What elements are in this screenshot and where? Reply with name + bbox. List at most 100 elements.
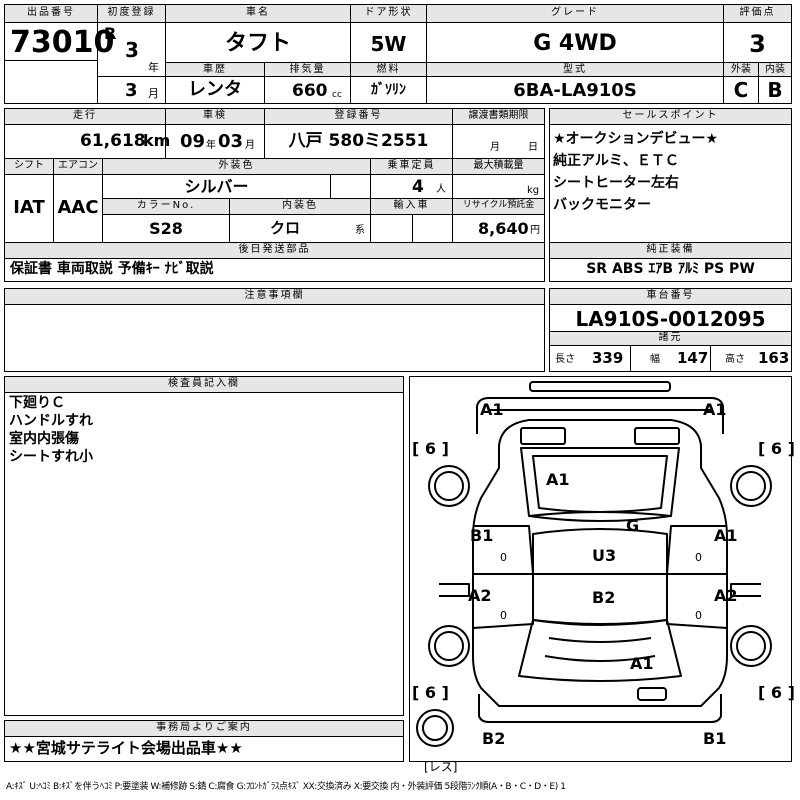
- interior-color: クロ: [269, 219, 300, 237]
- tire-front-left: [ 6 ]: [412, 439, 449, 458]
- mileage-label: 走行: [73, 110, 97, 121]
- zero-mark: 0: [500, 609, 507, 622]
- office-label: 事務局よりご案内: [156, 722, 252, 733]
- inspection-month: 03: [218, 131, 244, 152]
- recycle-unit: 円: [530, 225, 540, 236]
- later-parts-label: 後日発送部品: [238, 244, 311, 255]
- color-no: S28: [149, 219, 183, 238]
- plate-number: 八戸 580ミ2551: [288, 131, 429, 151]
- grade: G 4WD: [533, 31, 617, 56]
- tire-rear-left-value: 6: [424, 683, 437, 702]
- inspection-month-unit: 月: [245, 140, 255, 151]
- grade-label: グレード: [551, 7, 599, 18]
- first-reg-year: 3: [125, 38, 139, 62]
- damage-center: U3: [592, 546, 617, 565]
- inspector-line: 室内内張傷: [9, 431, 79, 447]
- interior-color-label: 内装色: [282, 200, 318, 211]
- color-no-label: カラーNo.: [136, 200, 196, 211]
- mileage: 61,618: [80, 131, 146, 151]
- tire-rear-right-value: 6: [770, 683, 783, 702]
- displacement: 660: [292, 81, 328, 101]
- plate-label: 登録番号: [334, 110, 383, 121]
- history-label: 車歴: [203, 64, 227, 75]
- damage-front-left: A1: [480, 400, 504, 419]
- exterior-label: 外装: [731, 64, 751, 75]
- sales-point-line: 純正アルミ、ＥＴＣ: [553, 153, 679, 169]
- sales-point-line: ★オークションデビュー★: [553, 131, 719, 147]
- recycle-fee: 8,640: [478, 219, 529, 238]
- sales-point-label: セールスポイント: [622, 110, 719, 121]
- first-reg-era: R: [104, 24, 117, 43]
- inspection-year: 09: [180, 131, 206, 152]
- damage-trunk: A1: [630, 654, 654, 673]
- damage-right-front-door: A1: [714, 526, 738, 545]
- office-notice: ★★宮城サテライト会場出品車★★: [9, 739, 243, 757]
- car-diagram-frame: [409, 376, 792, 762]
- score: 3: [749, 30, 766, 58]
- equipment: SR ABS ｴｱB ｱﾙﾐ PS PW: [586, 261, 755, 277]
- lot-number-label: 出品番号: [27, 7, 75, 18]
- door-label: ドア形状: [364, 7, 413, 18]
- sales-point-block: [549, 108, 792, 282]
- chassis-label: 車台番号: [646, 290, 695, 301]
- sales-point-line: バックモニター: [553, 197, 651, 213]
- model: 6BA-LA910S: [513, 80, 637, 101]
- legend: A:ｷｽﾞ U:ﾍｺﾐ B:ｷｽﾞを伴うﾍｺﾐ P:要塗装 W:補修跡 S:錆 …: [6, 782, 566, 792]
- later-parts: 保証書 車両取説 予備ｷｰ ﾅﾋﾞ取説: [10, 261, 214, 277]
- door-type: 5W: [370, 32, 407, 56]
- inspector-line: ハンドルすれ: [9, 413, 93, 429]
- height-label: 高さ: [725, 354, 745, 365]
- tire-front-left-value: 6: [424, 439, 437, 458]
- inspector-block: [4, 376, 404, 716]
- sales-point-line: シートヒーター左右: [553, 175, 679, 191]
- car-name-label: 車名: [246, 7, 270, 18]
- car-name: タフト: [224, 31, 291, 56]
- tire-rear-left: [ 6 ]: [412, 683, 449, 702]
- chassis-block: [549, 288, 792, 372]
- shift: IAT: [13, 197, 45, 218]
- damage-rear-left: B2: [482, 729, 506, 748]
- ac-label: エアコン: [58, 160, 98, 171]
- interior-label: 内装: [765, 64, 785, 75]
- damage-hood: A1: [546, 470, 570, 489]
- lot-number: 73010: [10, 25, 115, 60]
- recycle-label: リサイクル預託金: [462, 200, 535, 210]
- details-block: [4, 108, 545, 282]
- dims-label: 諸元: [658, 332, 683, 343]
- damage-right-rear-door: A2: [714, 586, 738, 605]
- transfer-month: 月: [490, 142, 500, 153]
- mileage-unit: km: [143, 131, 171, 150]
- inspector-label: 検査員記入欄: [168, 378, 240, 389]
- zero-mark: 0: [695, 609, 702, 622]
- width: 147: [677, 349, 709, 367]
- history: レンタ: [188, 79, 242, 100]
- color-label: 外装色: [218, 160, 255, 171]
- notes-block: [4, 288, 545, 372]
- interior-grade: B: [767, 78, 783, 102]
- damage-rear-center: B2: [592, 588, 616, 607]
- length: 339: [592, 349, 624, 367]
- length-label: 長さ: [555, 354, 575, 365]
- fuel: ｶﾞｿﾘﾝ: [371, 82, 406, 98]
- car-diagram: [416, 381, 772, 747]
- zero-mark: 0: [695, 551, 702, 564]
- capacity-label: 乗車定員: [387, 160, 436, 171]
- tire-rear-right: [ 6 ]: [758, 683, 795, 702]
- damage-rear-right: B1: [703, 729, 727, 748]
- inspector-line: シートすれ小: [9, 449, 93, 465]
- exterior-color: シルバー: [184, 177, 249, 196]
- first-reg-year-unit: 年: [148, 61, 159, 74]
- shift-label: シフト: [14, 160, 44, 171]
- inspection-year-unit: 年: [206, 140, 216, 151]
- score-label: 評価点: [739, 7, 776, 18]
- tire-front-right-value: 6: [770, 439, 783, 458]
- exterior-grade: C: [733, 78, 749, 102]
- damage-left-front-door: B1: [470, 526, 494, 545]
- equipment-label: 純正装備: [646, 244, 695, 255]
- first-reg-month: 3: [125, 80, 138, 101]
- load-label: 最大積載量: [473, 160, 524, 171]
- transfer-label: 譲渡書類期限: [468, 110, 529, 121]
- fuel-label: 燃料: [376, 64, 401, 75]
- zero-mark: 0: [500, 551, 507, 564]
- inspector-line: 下廻りＣ: [9, 395, 65, 411]
